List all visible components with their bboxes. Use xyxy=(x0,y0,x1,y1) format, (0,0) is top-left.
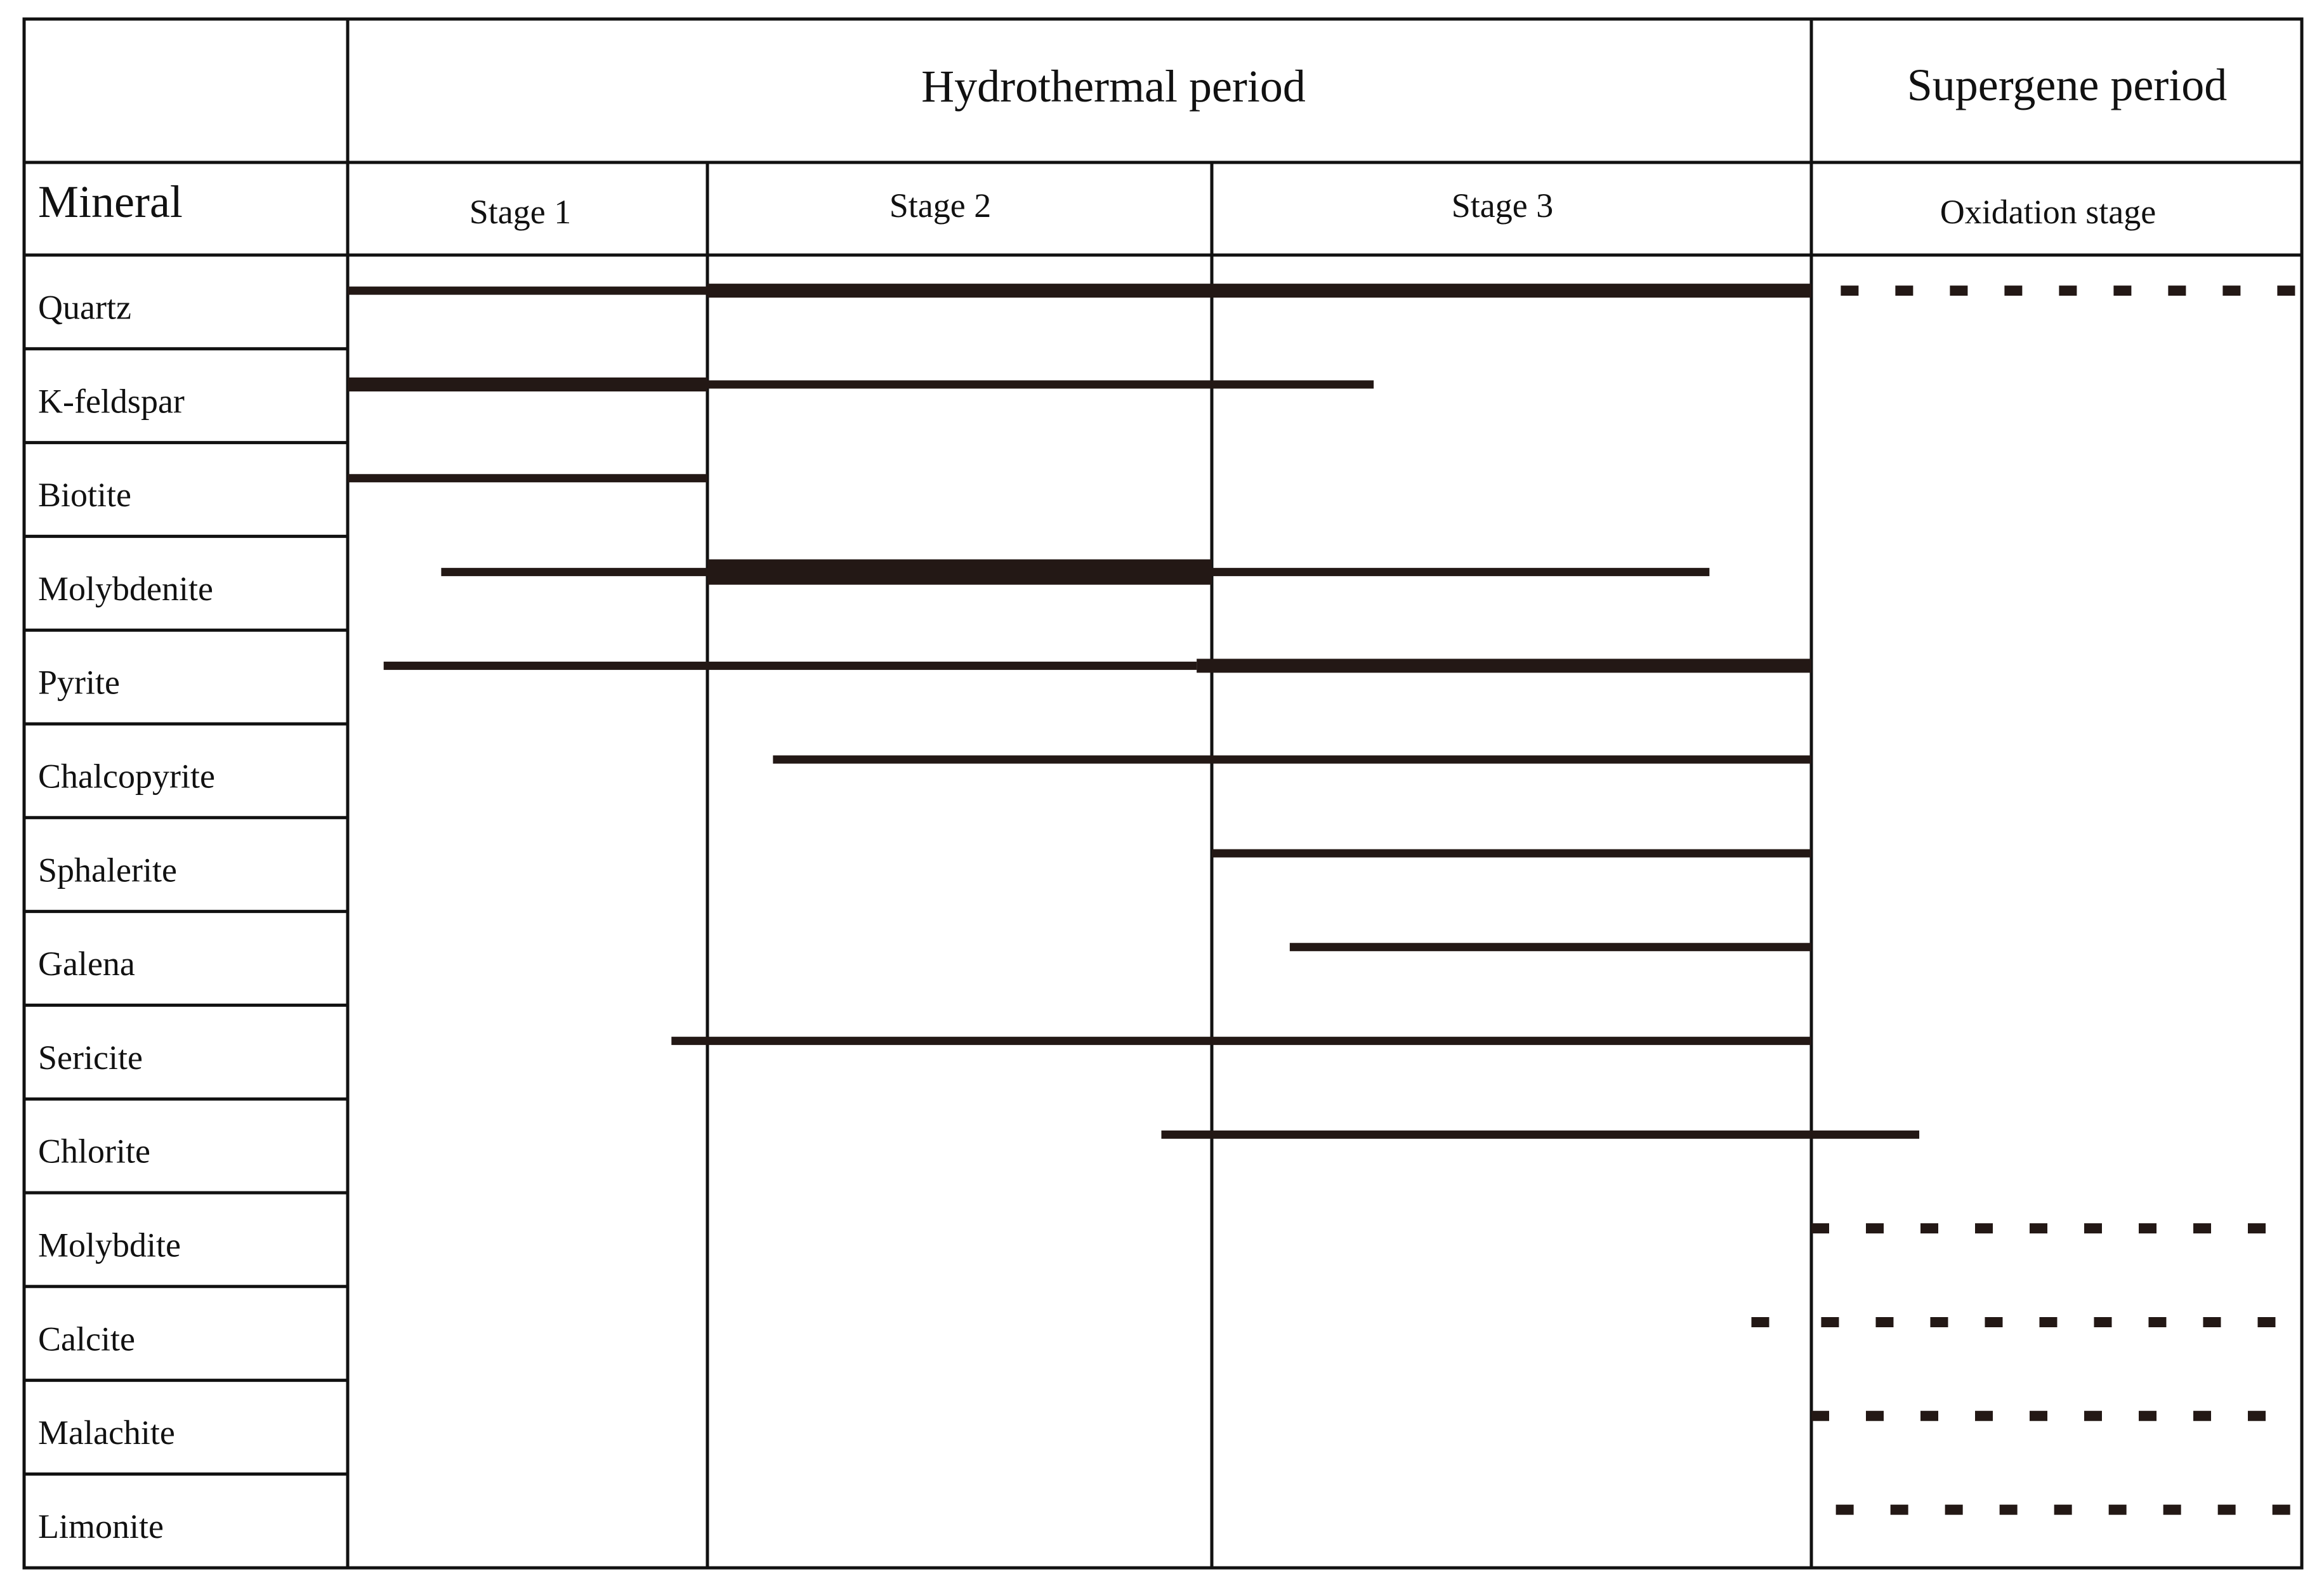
mineral-duration-bars xyxy=(348,284,2302,1515)
mineral-name: Calcite xyxy=(38,1320,135,1358)
mineral-name: Molybdite xyxy=(38,1226,181,1264)
mineral-name: Pyrite xyxy=(38,664,120,702)
mineral-name: Molybdenite xyxy=(38,570,213,608)
mineral-name: Limonite xyxy=(38,1507,164,1545)
table-border xyxy=(22,17,2304,1570)
period-hydrothermal-label: Hydrothermal period xyxy=(921,61,1306,112)
mineral-column-label: Mineral xyxy=(38,176,183,227)
mineral-name: Sphalerite xyxy=(38,851,177,889)
mineral-name: Biotite xyxy=(38,476,131,514)
period-supergene-label: Supergene period xyxy=(1907,60,2228,110)
mineral-name: Chlorite xyxy=(38,1132,150,1171)
mineral-name: Sericite xyxy=(38,1039,143,1077)
table-labels: Hydrothermal period Supergene period Min… xyxy=(38,60,2227,231)
mineral-name-column: QuartzK-feldsparBiotiteMolybdenitePyrite… xyxy=(38,289,215,1545)
mineral-name: Chalcopyrite xyxy=(38,758,215,796)
mineral-name: Malachite xyxy=(38,1414,175,1452)
mineral-name: K-feldspar xyxy=(38,382,185,420)
stage-2-label: Stage 2 xyxy=(890,187,991,225)
mineral-name: Quartz xyxy=(38,289,131,327)
oxidation-stage-label: Oxidation stage xyxy=(1940,193,2156,231)
stage-1-label: Stage 1 xyxy=(469,193,571,231)
table-grid xyxy=(22,17,2304,1570)
mineral-name: Galena xyxy=(38,945,135,983)
stage-3-label: Stage 3 xyxy=(1452,187,1553,225)
